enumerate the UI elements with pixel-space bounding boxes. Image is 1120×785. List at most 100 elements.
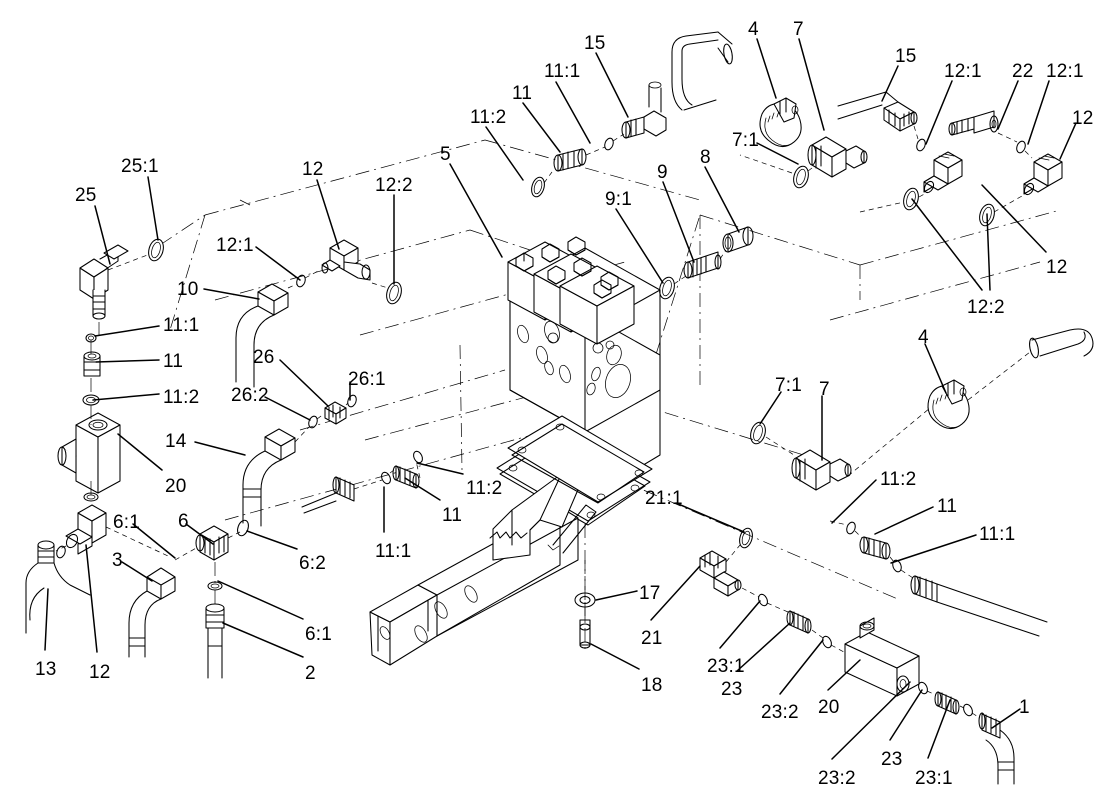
callout-10: 10 bbox=[177, 279, 199, 300]
leader-line bbox=[798, 38, 825, 131]
callout-11-2: 11:2 bbox=[470, 107, 507, 128]
bottom-right-group bbox=[699, 527, 1015, 785]
callout-23: 23 bbox=[721, 679, 743, 700]
callout-25: 25 bbox=[75, 185, 97, 206]
callout-25-1: 25:1 bbox=[121, 156, 159, 177]
leader-line bbox=[121, 561, 153, 582]
leader-line bbox=[927, 699, 951, 759]
leader-line bbox=[449, 163, 503, 258]
leader-line bbox=[44, 588, 49, 651]
callout-11-1: 11:1 bbox=[544, 61, 581, 82]
leader-line bbox=[316, 179, 340, 250]
callout-4: 4 bbox=[748, 19, 759, 40]
callout-8: 8 bbox=[700, 147, 711, 168]
callout-20: 20 bbox=[818, 697, 840, 718]
callout-12-2: 12:2 bbox=[967, 297, 1005, 318]
leader-line bbox=[650, 565, 701, 621]
leader-line bbox=[416, 462, 464, 475]
callout-2: 2 bbox=[305, 663, 316, 684]
callout-11-1: 11:1 bbox=[375, 541, 412, 562]
callout-21: 21 bbox=[641, 628, 663, 649]
callout-12: 12 bbox=[1046, 257, 1068, 278]
hose-clamp-top bbox=[759, 97, 802, 148]
leader-line bbox=[85, 544, 98, 653]
leader-line bbox=[736, 622, 791, 672]
leader-line bbox=[203, 288, 260, 300]
leader-line bbox=[522, 102, 561, 153]
callout-23-2: 23:2 bbox=[761, 702, 799, 723]
leader-line bbox=[925, 80, 953, 145]
callout-12: 12 bbox=[302, 159, 324, 180]
item8-9-fittings bbox=[659, 226, 754, 300]
leader-line bbox=[986, 213, 991, 291]
callout-18: 18 bbox=[641, 675, 663, 696]
leader-line bbox=[779, 639, 824, 695]
leader-line bbox=[185, 523, 214, 545]
callout-14: 14 bbox=[165, 431, 187, 452]
leader-line bbox=[404, 477, 441, 501]
leader-line bbox=[890, 534, 977, 564]
leader-lines bbox=[44, 38, 1077, 760]
leader-line bbox=[255, 246, 301, 281]
leader-line bbox=[831, 681, 911, 760]
leader-line bbox=[147, 176, 159, 241]
callout-6-2: 6:2 bbox=[299, 553, 327, 574]
leader-line bbox=[831, 479, 877, 524]
leader-line bbox=[1027, 80, 1050, 145]
leader-line bbox=[756, 142, 799, 165]
leader-line bbox=[222, 622, 304, 658]
callout-5: 5 bbox=[440, 144, 451, 165]
leader-line bbox=[94, 325, 160, 337]
leader-line bbox=[704, 166, 740, 233]
callout-11-2: 11:2 bbox=[880, 469, 917, 490]
callout-6: 6 bbox=[178, 511, 189, 532]
leader-line bbox=[217, 580, 304, 620]
callout-11-1: 11:1 bbox=[979, 524, 1016, 545]
callout-21-1: 21:1 bbox=[645, 488, 683, 509]
callout-12-1: 12:1 bbox=[1046, 61, 1084, 82]
callout-12-2: 12:2 bbox=[375, 175, 413, 196]
callout-4: 4 bbox=[918, 327, 929, 348]
callout-22: 22 bbox=[1012, 61, 1034, 82]
leader-line bbox=[595, 52, 629, 118]
leader-line bbox=[719, 600, 761, 649]
callout-11-2: 11:2 bbox=[163, 387, 200, 408]
callout-7-1: 7:1 bbox=[732, 130, 760, 151]
callout-1: 1 bbox=[1019, 697, 1030, 718]
leader-line bbox=[675, 502, 745, 533]
callout-7: 7 bbox=[819, 379, 830, 400]
callout-26-1: 26:1 bbox=[348, 369, 386, 390]
leader-line bbox=[759, 391, 782, 425]
callout-6-1: 6:1 bbox=[113, 512, 141, 533]
leader-line bbox=[991, 708, 1021, 729]
callout-11-2: 11:2 bbox=[466, 478, 503, 499]
callout-23-2: 23:2 bbox=[818, 768, 856, 785]
callout-11: 11 bbox=[512, 83, 533, 104]
top-center-fittings bbox=[531, 31, 733, 198]
callout-6-1: 6:1 bbox=[305, 624, 333, 645]
callout-11: 11 bbox=[937, 496, 958, 517]
leader-line bbox=[94, 205, 111, 265]
callout-17: 17 bbox=[639, 583, 661, 604]
leader-line bbox=[264, 396, 311, 421]
callout-9-1: 9:1 bbox=[605, 189, 633, 210]
leader-line bbox=[881, 65, 899, 102]
leader-line bbox=[874, 506, 934, 535]
callout-15: 15 bbox=[895, 46, 917, 67]
callout-7: 7 bbox=[793, 19, 804, 40]
callout-7-1: 7:1 bbox=[775, 375, 803, 396]
right-middle-group bbox=[750, 328, 1094, 637]
callout-23-1: 23:1 bbox=[707, 656, 745, 677]
leader-line bbox=[132, 523, 176, 559]
leader-line bbox=[246, 530, 298, 550]
callout-12-1: 12:1 bbox=[944, 61, 982, 82]
left-hose-column bbox=[25, 238, 249, 679]
item7-elbow-top bbox=[739, 136, 868, 189]
leader-line bbox=[981, 184, 1047, 253]
leader-line bbox=[555, 81, 591, 144]
callout-20: 20 bbox=[165, 476, 187, 497]
upper-left-fittings bbox=[235, 239, 402, 527]
leader-line bbox=[615, 208, 664, 284]
center-left-11-chain bbox=[301, 450, 423, 514]
